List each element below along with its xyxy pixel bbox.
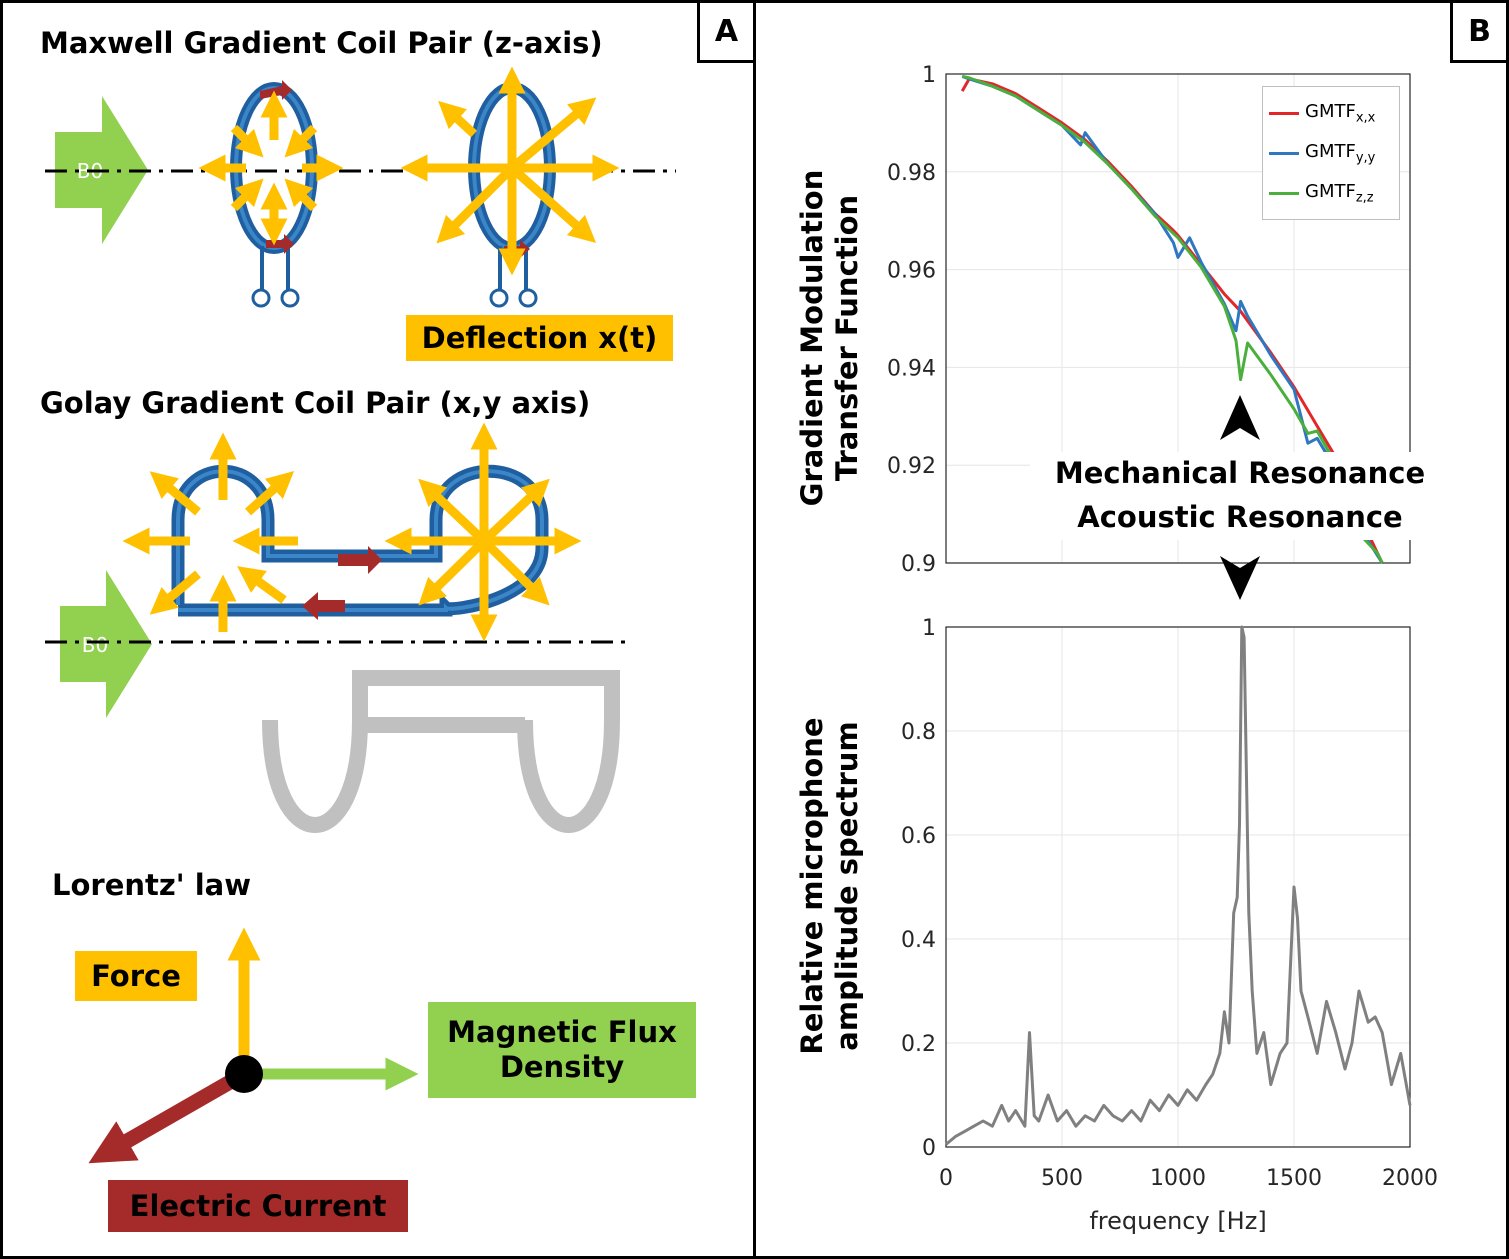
- spectrum-frame: [945, 626, 1411, 1148]
- legend-sub-yy: y,y: [1355, 150, 1376, 166]
- legend-swatch-zz: [1269, 191, 1299, 195]
- spectrum-xtick-label: 2000: [1382, 1166, 1438, 1191]
- spectrum-xtick-label: 1500: [1266, 1166, 1322, 1191]
- gmtf-ytick-label: 0.94: [887, 356, 936, 381]
- annotation-arrow-down: [1220, 556, 1260, 600]
- spectrum-ytick-label: 0.6: [901, 824, 936, 849]
- golay-force-arrows-right: [384, 422, 582, 642]
- gmtf-ytick-label: 0.96: [887, 259, 936, 284]
- legend-swatch-xx: [1269, 111, 1299, 115]
- annotation-line2: Acoustic Resonance: [1077, 499, 1403, 534]
- lorentz-current-arrow: [88, 1067, 248, 1164]
- legend-swatch-yy: [1269, 151, 1299, 155]
- gmtf-frame: [945, 73, 1411, 564]
- spectrum-xtick-label: 0: [939, 1166, 953, 1191]
- maxwell-force-arrows-right: [400, 66, 620, 276]
- top-ylabel-line1: Gradient Modulation: [795, 169, 830, 507]
- lorentz-origin: [225, 1055, 263, 1093]
- deflection-label: Deflection x(t): [406, 315, 673, 361]
- annotation-arrow-up: [1220, 395, 1260, 440]
- legend-entry-xx: GMTFx,x: [1269, 93, 1393, 133]
- golay-force-arrows-left: [122, 432, 298, 632]
- maxwell-title: Maxwell Gradient Coil Pair (z-axis): [40, 26, 603, 60]
- lorentz-title: Lorentz' law: [52, 868, 252, 902]
- legend-base-xx: GMTF: [1305, 100, 1356, 122]
- legend-base-zz: GMTF: [1305, 180, 1356, 202]
- golay-ghost-outline: [262, 670, 620, 833]
- spectrum-ytick-label: 0: [922, 1136, 936, 1161]
- legend-base-yy: GMTF: [1305, 140, 1356, 162]
- gmtf-series-0: [960, 77, 1384, 564]
- gmtf-ytick-label: 0.9: [901, 552, 936, 577]
- gmtf-series-2: [961, 74, 1384, 564]
- gmtf-ytick-label: 0.98: [887, 161, 936, 186]
- annotation-line1: Mechanical Resonance: [1054, 456, 1426, 490]
- panel-b-tag: B: [1450, 3, 1506, 63]
- legend-entry-yy: GMTFy,y: [1269, 133, 1393, 173]
- gmtf-ytick-label: 0.92: [887, 454, 936, 479]
- legend-entry-zz: GMTFz,z: [1269, 173, 1393, 213]
- spectrum-ytick-label: 0.4: [901, 928, 936, 953]
- bottom-ylabel-line1: Relative microphone: [795, 717, 830, 1055]
- top-ylabel-line2: Transfer Function: [830, 194, 864, 482]
- force-label: Force: [75, 951, 197, 1001]
- spectrum-xtick-label: 500: [1041, 1166, 1083, 1191]
- magnetic-flux-label: Magnetic Flux Density: [428, 1002, 696, 1098]
- svg-text:B0: B0: [82, 633, 108, 657]
- magnetic-flux-line1: Magnetic Flux: [447, 1015, 677, 1050]
- spectrum-ytick-label: 1: [922, 616, 936, 641]
- resonance-annotation: Mechanical Resonance Acoustic Resonance: [1030, 452, 1450, 540]
- golay-title: Golay Gradient Coil Pair (x,y axis): [40, 386, 591, 420]
- bottom-ylabel-line2: amplitude spectrum: [830, 721, 864, 1051]
- spectrum-xtick-label: 1000: [1150, 1166, 1206, 1191]
- b0-arrow-golay: B0: [60, 570, 152, 718]
- maxwell-force-arrows-left: [198, 90, 344, 246]
- legend-sub-zz: z,z: [1355, 190, 1374, 206]
- gmtf-ytick-label: 1: [922, 63, 936, 88]
- panel-a-tag: A: [697, 3, 753, 63]
- spectrum-series-0: [945, 625, 1412, 1146]
- legend-sub-xx: x,x: [1355, 110, 1376, 126]
- panel-a-diagram: B0: [45, 66, 676, 1164]
- electric-current-label: Electric Current: [108, 1180, 408, 1232]
- spectrum-ytick-label: 0.2: [901, 1032, 936, 1057]
- spectrum-ytick-label: 0.8: [901, 720, 936, 745]
- magnetic-flux-line2: Density: [499, 1050, 625, 1084]
- spectrum-xlabel: frequency [Hz]: [1089, 1207, 1266, 1235]
- chart-legend: GMTFx,x GMTFy,y GMTFz,z: [1262, 86, 1400, 220]
